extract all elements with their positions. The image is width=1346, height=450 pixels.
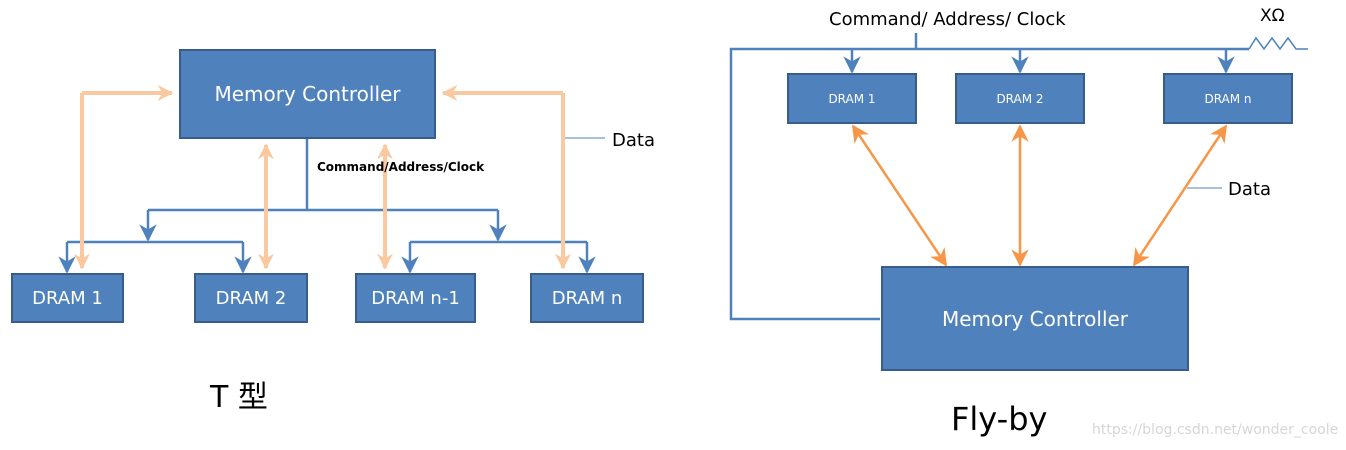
t-dram-n-1: DRAM n-1 (355, 273, 476, 323)
t-memory-controller-label: Memory Controller (214, 82, 401, 106)
flyby-dram-1: DRAM 1 (787, 73, 917, 124)
terminator-resistor-icon (1248, 36, 1308, 51)
t-dram-n: DRAM n (530, 273, 644, 323)
t-bus-label: Command/Address/Clock (317, 160, 485, 174)
t-dram-n-1-label: DRAM n-1 (371, 287, 460, 309)
flyby-terminator-label: XΩ (1260, 6, 1285, 26)
t-dram-n-label: DRAM n (551, 287, 623, 309)
t-memory-controller: Memory Controller (179, 49, 436, 139)
t-data-label: Data (612, 130, 655, 151)
flyby-dram-n: DRAM n (1163, 73, 1293, 124)
flyby-bus-label: Command/ Address/ Clock (829, 9, 1066, 30)
t-caption: T 型 (210, 380, 268, 415)
flyby-caption: Fly-by (951, 400, 1048, 438)
watermark: https://blog.csdn.net/wonder_coole (1092, 422, 1339, 438)
t-dram-2-label: DRAM 2 (215, 287, 287, 309)
flyby-data-label: Data (1228, 179, 1271, 200)
flyby-memory-controller-label: Memory Controller (941, 306, 1129, 331)
flyby-dram-1-label: DRAM 1 (828, 91, 876, 106)
flyby-memory-controller: Memory Controller (881, 266, 1189, 371)
t-dram-1-label: DRAM 1 (32, 287, 103, 309)
t-dram-1: DRAM 1 (11, 273, 124, 323)
t-bus-tree (58, 138, 596, 274)
flyby-dram-n-label: DRAM n (1204, 91, 1252, 106)
flyby-dram-2-label: DRAM 2 (996, 91, 1044, 106)
flyby-data-arrows (851, 124, 1228, 267)
t-data-arrows (74, 85, 571, 270)
t-dram-2: DRAM 2 (194, 273, 308, 323)
flyby-dram-2: DRAM 2 (955, 73, 1085, 124)
flyby-bus (729, 33, 1249, 321)
